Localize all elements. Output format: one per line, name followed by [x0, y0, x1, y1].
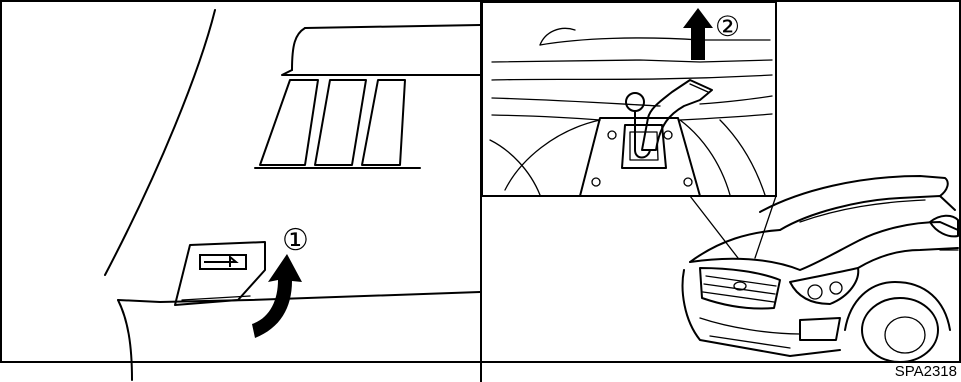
curved-arrow-icon — [252, 254, 302, 338]
left-panel-hood-release-lever: ① — [105, 10, 480, 380]
vent-slot-2 — [315, 80, 366, 165]
step-1-label: ① — [282, 223, 309, 258]
callout-line-1 — [690, 196, 738, 258]
car-icon — [683, 176, 958, 362]
right-panel-hood-safety-lever: ② — [482, 2, 958, 362]
vent-ledge — [282, 70, 480, 75]
vent-slot-1 — [260, 80, 318, 165]
figure-code: SPA2318 — [895, 363, 957, 380]
kick-panel-edge — [118, 300, 132, 380]
vent-top — [305, 25, 480, 28]
vent-side — [292, 28, 305, 70]
vent-slot-3 — [362, 80, 405, 165]
dash-curve — [105, 10, 215, 275]
lower-trim — [118, 292, 480, 302]
car-hood-glyph — [204, 257, 236, 267]
hood-release-lever-icon — [175, 242, 265, 305]
step-2-label: ② — [715, 10, 740, 43]
